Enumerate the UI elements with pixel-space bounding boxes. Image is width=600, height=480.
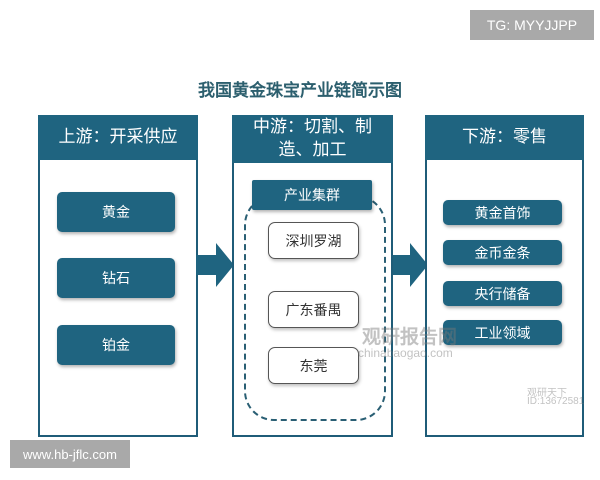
cluster-label: 产业集群 [252, 180, 372, 210]
midstream-item-dongguan: 东莞 [268, 347, 359, 384]
tg-badge: TG: MYYJJPP [470, 10, 594, 40]
diagram-title: 我国黄金珠宝产业链简示图 [198, 81, 402, 101]
midstream-header: 中游：切割、制造、加工 [232, 115, 393, 163]
watermark-badge: 观研天下 [527, 388, 567, 399]
downstream-panel [425, 115, 584, 437]
site-badge: www.hb-jflc.com [10, 440, 130, 468]
upstream-item-gold: 黄金 [57, 192, 175, 232]
downstream-header: 下游：零售 [425, 115, 584, 160]
downstream-item-jewelry: 黄金首饰 [443, 200, 562, 225]
downstream-item-central-bank: 央行储备 [443, 281, 562, 306]
midstream-item-panyu: 广东番禺 [268, 291, 359, 328]
downstream-item-industrial: 工业领域 [443, 320, 562, 345]
upstream-item-platinum: 铂金 [57, 325, 175, 365]
watermark-url: chinabaogao.com [358, 346, 453, 360]
upstream-header: 上游：开采供应 [38, 115, 198, 160]
arrow-right-icon [196, 243, 234, 287]
watermark-id: ID:13672581 [527, 396, 585, 407]
upstream-item-diamond: 钻石 [57, 258, 175, 298]
downstream-item-coins-bars: 金币金条 [443, 240, 562, 265]
watermark-brand: 观研报告网 [362, 327, 458, 348]
arrow-right-icon [390, 243, 428, 287]
midstream-item-shenzhen: 深圳罗湖 [268, 222, 359, 259]
